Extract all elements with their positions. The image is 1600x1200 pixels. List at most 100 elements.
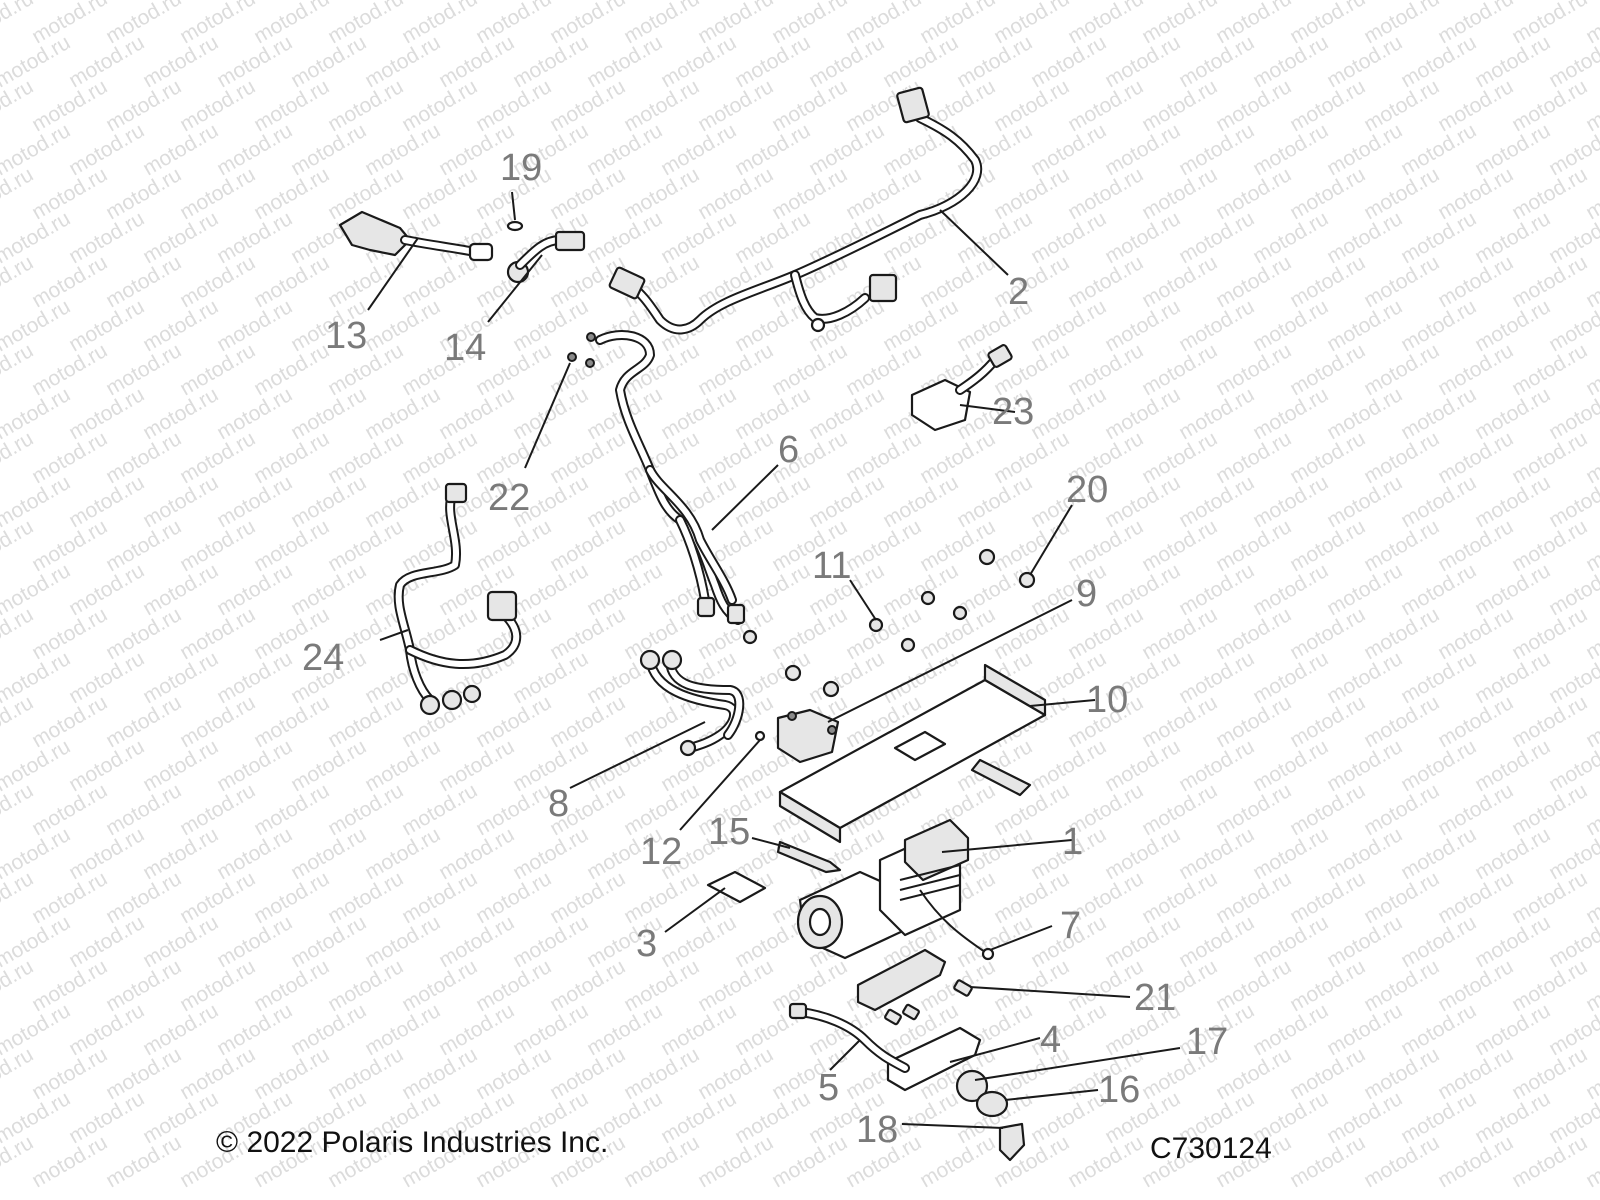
watermark-text: motod.ru [361,471,444,532]
watermark-text: motod.ru [398,427,481,488]
watermark-text: motod.ru [1138,867,1221,928]
watermark-text: motod.ru [65,999,148,1060]
watermark-text: motod.ru [398,955,481,1016]
callout-21: 21 [1134,977,1176,1019]
watermark-text: motod.ru [1434,1043,1517,1104]
callout-19: 19 [500,147,542,189]
watermark-text: motod.ru [102,1043,185,1104]
watermark-text: motod.ru [1138,339,1221,400]
watermark-text: motod.ru [1175,207,1258,268]
watermark-text: motod.ru [768,75,851,136]
callout-23: 23 [992,391,1034,433]
watermark-text: motod.ru [28,0,111,48]
watermark-text: motod.ru [1508,779,1591,840]
watermark-text: motod.ru [65,471,148,532]
watermark-text: motod.ru [65,559,148,620]
watermark-text: motod.ru [1249,559,1332,620]
watermark-text: motod.ru [1360,0,1443,48]
watermark-text: motod.ru [583,559,666,620]
watermark-text: motod.ru [1101,735,1184,796]
watermark-text: motod.ru [1101,823,1184,884]
watermark-text: motod.ru [1138,163,1221,224]
watermark-text: motod.ru [1323,383,1406,444]
part-14-connector [506,230,586,284]
watermark-text: motod.ru [1397,31,1480,92]
watermark-text: motod.ru [1323,911,1406,972]
watermark-text: motod.ru [1064,75,1147,136]
watermark-text: motod.ru [805,471,888,532]
watermark-text: motod.ru [990,0,1073,48]
watermark-text: motod.ru [546,163,629,224]
watermark-text: motod.ru [509,999,592,1060]
watermark-text: motod.ru [28,867,111,928]
watermark-text: motod.ru [398,0,481,48]
watermark-text: motod.ru [28,1043,111,1104]
watermark-text: motod.ru [176,251,259,312]
watermark-text: motod.ru [0,0,37,48]
watermark-text: motod.ru [768,1131,851,1192]
watermark-text: motod.ru [1027,735,1110,796]
watermark-text: motod.ru [139,647,222,708]
watermark-text: motod.ru [620,1131,703,1192]
watermark-text: motod.ru [1471,647,1554,708]
watermark-text: motod.ru [1471,207,1554,268]
watermark-text: motod.ru [768,955,851,1016]
callout-10: 10 [1086,679,1128,721]
watermark-text: motod.ru [1397,383,1480,444]
watermark-text: motod.ru [546,75,629,136]
watermark-text: motod.ru [583,31,666,92]
watermark-text: motod.ru [1508,691,1591,752]
watermark-text: motod.ru [583,999,666,1060]
watermark-text: motod.ru [398,1043,481,1104]
watermark-text: motod.ru [1175,911,1258,972]
watermark-text: motod.ru [546,0,629,48]
watermark-text: motod.ru [1212,867,1295,928]
callout-1: 1 [1062,821,1083,863]
watermark-text: motod.ru [102,603,185,664]
watermark-text: motod.ru [1212,75,1295,136]
watermark-text: motod.ru [1397,999,1480,1060]
watermark-text: motod.ru [916,251,999,312]
watermark-text: motod.ru [472,1043,555,1104]
watermark-text: motod.ru [1212,515,1295,576]
watermark-text: motod.ru [546,955,629,1016]
watermark-text: motod.ru [842,339,925,400]
watermark-text: motod.ru [287,911,370,972]
watermark-text: motod.ru [1323,31,1406,92]
watermark-text: motod.ru [1101,383,1184,444]
watermark-text: motod.ru [1101,295,1184,356]
part-22-nut [567,332,596,368]
watermark-text: motod.ru [213,119,296,180]
watermark-text: motod.ru [1064,339,1147,400]
watermark-text: motod.ru [1138,75,1221,136]
watermark-text: motod.ru [1175,559,1258,620]
watermark-text: motod.ru [361,823,444,884]
watermark-text: motod.ru [1508,251,1591,312]
part-8-cable [639,649,745,757]
watermark-text: motod.ru [1434,779,1517,840]
watermark-text: motod.ru [1471,559,1554,620]
watermark-text: motod.ru [324,691,407,752]
watermark-text: motod.ru [472,75,555,136]
watermark-text: motod.ru [1323,295,1406,356]
watermark-text: motod.ru [546,515,629,576]
watermark-text: motod.ru [250,75,333,136]
watermark-text: motod.ru [250,515,333,576]
watermark-text: motod.ru [28,251,111,312]
watermark-text: motod.ru [176,955,259,1016]
watermark-text: motod.ru [102,779,185,840]
watermark-text: motod.ru [361,119,444,180]
watermark-text: motod.ru [731,471,814,532]
watermark-text: motod.ru [139,823,222,884]
watermark-text: motod.ru [620,163,703,224]
watermark-text: motod.ru [657,207,740,268]
watermark-text: motod.ru [250,779,333,840]
watermark-text: motod.ru [1434,75,1517,136]
watermark-text: motod.ru [435,31,518,92]
watermark-text: motod.ru [1471,911,1554,972]
watermark-text: motod.ru [102,1131,185,1192]
watermark-text: motod.ru [435,735,518,796]
watermark-text: motod.ru [65,119,148,180]
watermark-text: motod.ru [28,339,111,400]
watermark-text: motod.ru [1508,75,1591,136]
